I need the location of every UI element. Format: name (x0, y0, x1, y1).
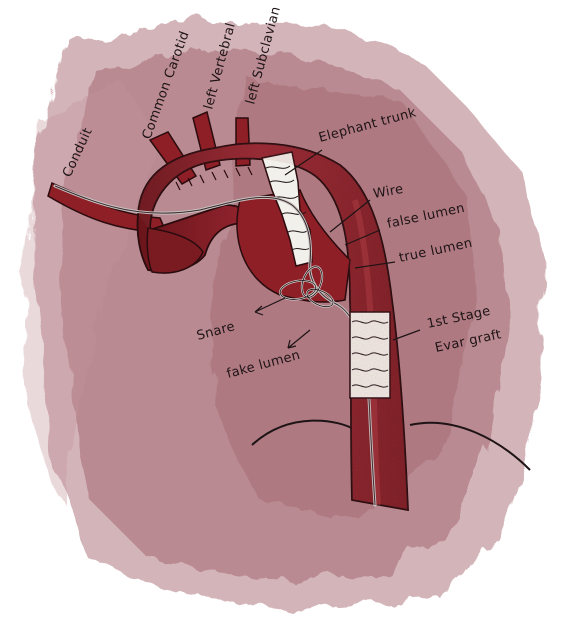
aortic-arch-illustration: Conduit Common Carotid left Vertebral le… (0, 0, 572, 617)
illustration-canvas: Conduit Common Carotid left Vertebral le… (0, 0, 572, 617)
